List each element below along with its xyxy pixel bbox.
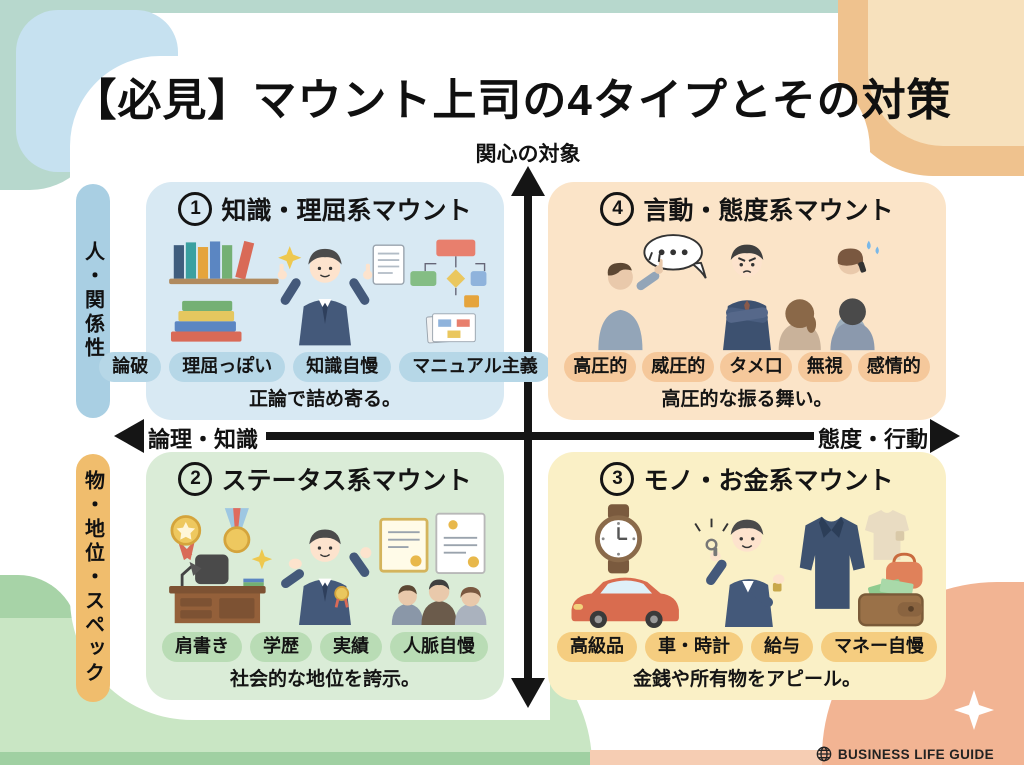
quadrant-title: 知識・理屈系マウント — [221, 197, 472, 225]
quadrant-caption: 社会的な地位を誇示。 — [229, 669, 420, 690]
quadrant-knowledge-header: 1 知識・理屈系マウント — [178, 191, 472, 227]
tag-row: 高圧的 威圧的 タメ口 無視 感情的 — [564, 352, 930, 382]
tag: 実績 — [320, 632, 382, 662]
axis-arrow-left-icon — [114, 419, 144, 453]
car-icon — [571, 577, 679, 628]
certificates-icon — [379, 512, 486, 574]
tag: マニュアル主義 — [399, 352, 551, 382]
bg-orange-corner-inner — [868, 0, 1024, 146]
quadrant-number-badge: 1 — [178, 192, 213, 226]
category-pill-people-label: 人・関係性 — [81, 241, 104, 361]
tag: 理屈っぽい — [169, 352, 286, 382]
axis-arrow-right-icon — [930, 419, 960, 453]
bg-teal-top-strip — [0, 0, 845, 13]
tag: 感情的 — [857, 352, 930, 382]
bookshelf-icon — [169, 240, 279, 285]
quadrant-behavior-header: 4 言動・態度系マウント — [600, 191, 894, 227]
tag: 高圧的 — [564, 352, 637, 382]
listening-coworkers-figures — [778, 298, 875, 351]
quadrant-behavior: 4 言動・態度系マウント — [548, 182, 946, 420]
flowchart-icon — [410, 239, 487, 308]
tag-row: 論破 理屈っぽい 知識自慢 マニュアル主義 — [99, 352, 551, 382]
book-stack-icon — [170, 300, 242, 342]
tag: 高級品 — [557, 632, 637, 662]
sparkle-icon — [251, 548, 273, 570]
pointing-coworker-figure — [598, 251, 664, 351]
category-pill-things: 物・地位・スペック — [76, 454, 110, 702]
tag: 車・時計 — [645, 632, 743, 662]
speech-bubble-icon — [643, 234, 707, 279]
sparkle-icon — [954, 690, 994, 730]
category-pill-things-label: 物・地位・スペック — [81, 470, 104, 686]
bg-green-bottom-strip — [0, 752, 592, 765]
rosette-medal-icon — [170, 515, 202, 561]
money-illustration — [560, 497, 934, 632]
tag-row: 高級品 車・時計 給与 マネー自慢 — [557, 632, 937, 662]
quadrant-number-badge: 2 — [178, 462, 213, 496]
quadrant-knowledge: 1 知識・理屈系マウント — [99, 182, 551, 420]
quadrant-caption: 高圧的な振る舞い。 — [661, 389, 833, 410]
boss-proud-figure — [281, 529, 372, 626]
jacket-icon — [799, 516, 865, 609]
quadrant-title: 言動・態度系マウント — [643, 197, 894, 225]
watch-icon — [595, 504, 642, 574]
axis-arrow-up-icon — [511, 166, 545, 196]
tag: 人脈自慢 — [390, 632, 488, 662]
quadrant-title: モノ・お金系マウント — [643, 467, 894, 495]
footer-brand: BUSINESS LIFE GUIDE — [816, 746, 994, 762]
axis-left-label: 論理・知識 — [148, 427, 259, 452]
tag-row: 肩書き 学歴 実績 人脈自慢 — [162, 632, 488, 662]
bg-white-curve-tl — [70, 56, 310, 206]
shirt-bag-icon — [864, 510, 923, 589]
tag: 学歴 — [250, 632, 312, 662]
wallet-cash-icon — [858, 578, 924, 627]
quadrant-number-badge: 3 — [600, 462, 635, 496]
tag: 論破 — [99, 352, 162, 382]
sparkle-icon — [278, 246, 302, 270]
document-icon — [372, 244, 405, 285]
horizontal-axis-line — [266, 432, 814, 440]
quadrant-status: 2 ステータス系マウント — [146, 452, 504, 700]
axis-arrow-down-icon — [511, 678, 545, 708]
globe-icon — [816, 746, 832, 762]
boss-crossed-arms-figure — [723, 244, 771, 351]
tag: タメ口 — [720, 352, 792, 382]
axis-top-label: 関心の対象 — [475, 143, 581, 166]
status-illustration — [158, 497, 492, 632]
boss-showing-key-figure — [694, 518, 785, 628]
quadrant-status-header: 2 ステータス系マウント — [178, 461, 472, 497]
category-pill-people: 人・関係性 — [76, 184, 110, 418]
quadrant-number-badge: 4 — [600, 192, 635, 226]
tag: 知識自慢 — [293, 352, 392, 382]
quadrant-money-header: 3 モノ・お金系マウント — [600, 461, 894, 497]
knowledge-illustration — [158, 227, 492, 352]
quadrant-title: ステータス系マウント — [221, 467, 472, 495]
axis-right-label: 態度・行動 — [818, 427, 929, 452]
tag: マネー自慢 — [821, 632, 937, 662]
people-group-icon — [391, 579, 487, 626]
brand-name: BUSINESS LIFE GUIDE — [837, 746, 994, 762]
tag: 給与 — [751, 632, 813, 662]
ribbon-medal-icon — [223, 508, 251, 554]
tag: 威圧的 — [642, 352, 715, 382]
tag: 無視 — [797, 352, 852, 382]
page-title: 【必見】マウント上司の4タイプとその対策 — [72, 76, 952, 125]
behavior-illustration — [560, 227, 934, 352]
quadrant-money: 3 モノ・お金系マウント — [548, 452, 946, 700]
quadrant-caption: 正論で詰め寄る。 — [248, 389, 401, 410]
papers-icon — [425, 313, 476, 344]
desk-icon — [169, 554, 266, 624]
boss-pointing-figure — [277, 248, 373, 346]
tag: 肩書き — [162, 632, 242, 662]
quadrant-caption: 金銭や所有物をアピール。 — [632, 669, 861, 690]
